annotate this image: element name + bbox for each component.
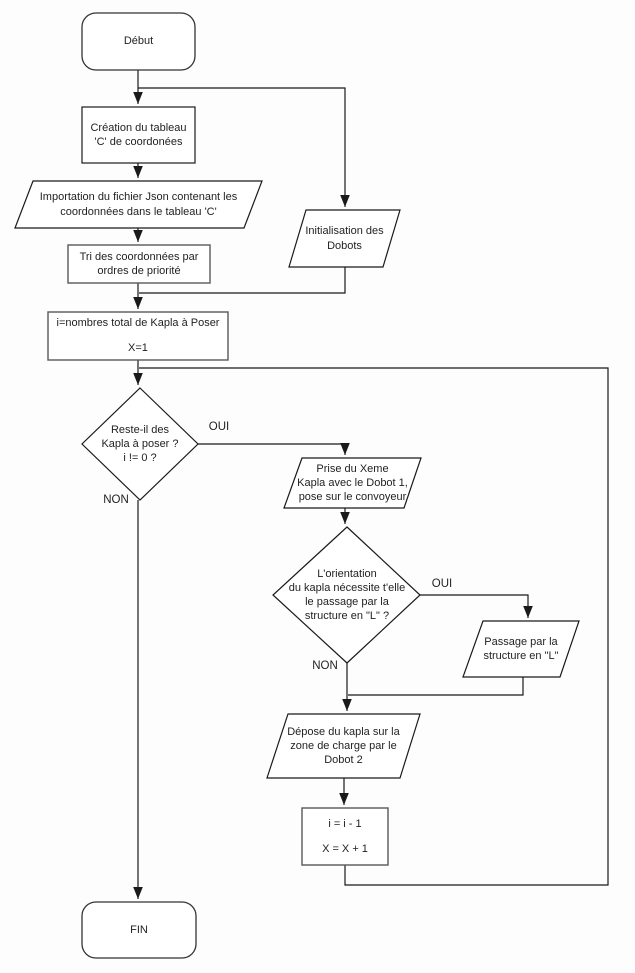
node-fin: FIN: [130, 923, 148, 936]
edge-passage-merge: [348, 677, 524, 696]
creation-shape: [81, 106, 196, 164]
node-tri: Tri des coordonnées par ordres de priori…: [79, 250, 199, 277]
maj-shape: [301, 807, 389, 866]
edge-label-non-reste: NON: [103, 494, 129, 506]
node-maj: i = i - 1 X = X + 1: [322, 817, 368, 855]
passage-shape: [462, 620, 580, 678]
edge-label-non-orientation: NON: [312, 660, 338, 672]
node-prise: Prise du Xeme Kapla avec le Dobot 1, pos…: [297, 462, 408, 504]
prise-shape: [283, 457, 422, 509]
edge-debut-initialisation: [138, 87, 350, 207]
decision-orientation-shape: [272, 526, 421, 664]
edge-label-oui-orientation: OUI: [431, 578, 453, 590]
compteur-shape: [47, 311, 229, 361]
fin-shape: [81, 901, 197, 959]
edge-loop-retour: [139, 367, 609, 886]
node-creation: Création du tableau 'C' de coordonées: [90, 121, 187, 148]
node-passage: Passage par la structure en "L": [483, 635, 559, 662]
edge-oui1-prise: [198, 443, 350, 455]
node-depose: Dépose du kapla sur la zone de charge pa…: [287, 725, 400, 767]
debut-shape: [81, 12, 196, 71]
edge-initialisation-merge: [139, 267, 346, 294]
node-decision-reste: Reste-il des Kapla à poser ? i != 0 ?: [101, 423, 179, 465]
node-importation: Importation du fichier Json contenant le…: [39, 191, 238, 218]
node-compteur: i=nombres total de Kapla à Poser X=1: [56, 317, 220, 355]
node-decision-orientation: L'orientation du kapla nécessite t'elle …: [288, 567, 406, 623]
edge-oui2-passage: [420, 594, 533, 618]
decision-reste-shape: [81, 387, 199, 501]
importation-shape: [14, 180, 263, 229]
initialisation-shape: [288, 209, 401, 268]
edge-label-oui-reste: OUI: [208, 421, 230, 433]
node-initialisation: Initialisation des Dobots: [305, 225, 384, 252]
node-debut: Début: [123, 35, 154, 48]
tri-shape: [67, 244, 211, 284]
depose-shape: [266, 713, 421, 779]
